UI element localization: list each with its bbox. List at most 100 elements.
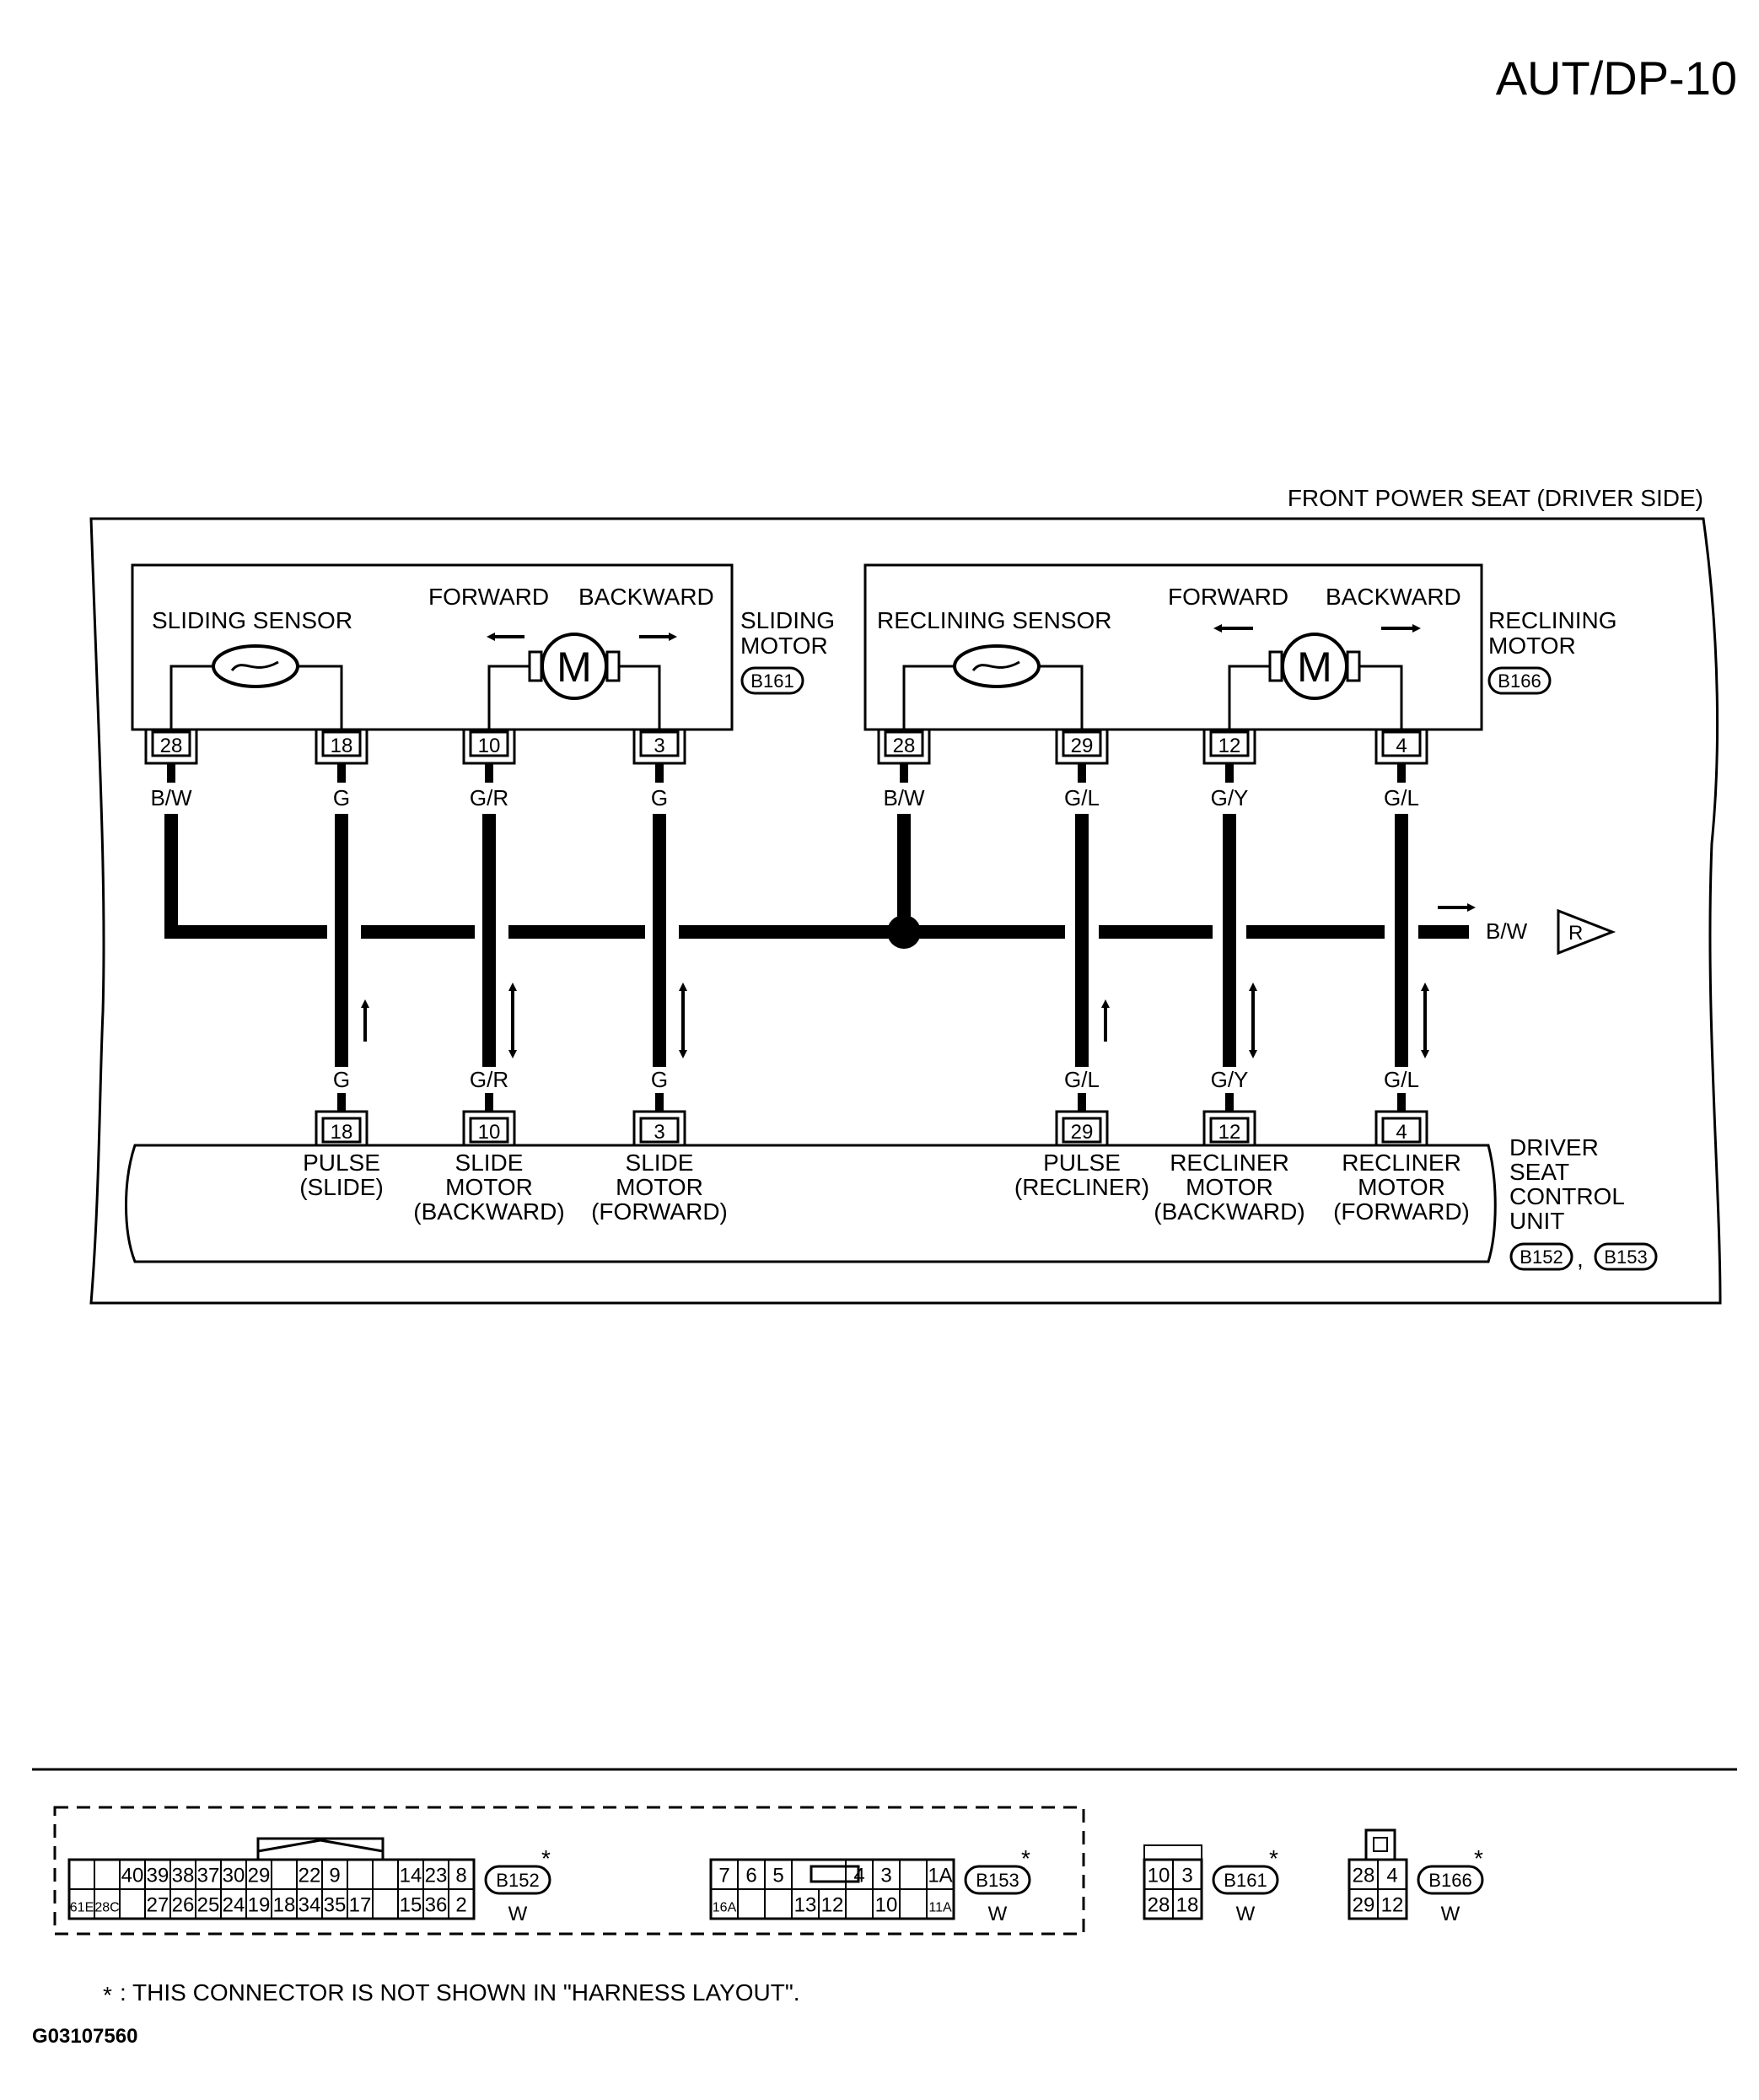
terminal-label: SLIDE (626, 1150, 694, 1176)
motor-pin-8: 4G/L (1374, 730, 1428, 810)
cavity-number: 3 (1181, 1864, 1192, 1887)
cavity-number: 29 (1353, 1893, 1375, 1916)
terminal-label: PULSE (1043, 1150, 1121, 1176)
connector-separator: , (1577, 1246, 1584, 1272)
pin-number: 4 (1396, 1121, 1407, 1144)
control-unit-name-3: CONTROL (1509, 1183, 1625, 1209)
pin-number: 29 (1071, 1121, 1094, 1144)
motor-pin-7: 12G/Y (1202, 730, 1256, 810)
connector-badge (1487, 666, 1552, 695)
pin-number: 28 (893, 735, 916, 757)
pin-number: 18 (331, 735, 353, 757)
cavity-number: 36 (425, 1893, 448, 1916)
connector-group-frame (53, 1806, 1085, 1936)
wire-color: B/W (883, 785, 925, 810)
footnote-text: : THIS CONNECTOR IS NOT SHOWN IN "HARNES… (120, 1979, 800, 2006)
cavity-number: 23 (425, 1864, 448, 1887)
not-shown-mark: * (1021, 1845, 1030, 1871)
cavity-number: 26 (172, 1893, 195, 1916)
lock-tab-icon (810, 1865, 860, 1883)
motor-icon (541, 633, 608, 700)
motor-pin-3: 10G/R (462, 730, 516, 810)
terminal-label: (BACKWARD) (1154, 1198, 1304, 1225)
cavity-number: 29 (248, 1864, 271, 1887)
cavity-number: 18 (273, 1893, 296, 1916)
terminal-label: MOTOR (1186, 1174, 1273, 1200)
cavity-number: 13 (794, 1893, 817, 1916)
control-unit-name-4: UNIT (1509, 1208, 1564, 1234)
pin-number: 10 (478, 1121, 501, 1144)
control-unit-name-2: SEAT (1509, 1159, 1569, 1185)
connector-color: W (1441, 1903, 1460, 1925)
sliding-motor-unit: SLIDING SENSOR FORWARD BACKWARD M SLIDIN… (131, 563, 835, 731)
connector-id: B152 (496, 1870, 539, 1891)
terminal-label: MOTOR (616, 1174, 703, 1200)
terminal-label: (FORWARD) (591, 1198, 728, 1225)
motor-pin-1: 28B/W (144, 730, 198, 810)
seat-harness-border (89, 517, 1722, 1305)
connector-id: B153 (976, 1870, 1019, 1891)
figure-code: G03107560 (32, 2025, 137, 2048)
terminal-label: (BACKWARD) (413, 1198, 564, 1225)
motor-icon (1281, 633, 1348, 700)
connector-badge (1594, 1242, 1658, 1271)
control-pin-3: G3 (632, 1067, 686, 1144)
cavity-number: 28 (1148, 1893, 1170, 1916)
motor-pin-5: 28B/W (877, 730, 931, 810)
reclining-motor-name-2: MOTOR (1488, 633, 1576, 659)
cavity-number: 4 (1386, 1864, 1397, 1887)
control-unit-connector-2: B153 (1604, 1247, 1647, 1268)
motor-symbol: M (557, 643, 592, 691)
sliding-motor-name-2: MOTOR (740, 633, 828, 659)
connector-id: B161 (1224, 1870, 1267, 1891)
motor-pin-2: 18G (315, 730, 368, 810)
wire-color: G (333, 1067, 350, 1092)
reclining-motor-unit: RECLINING SENSOR FORWARD BACKWARD M RECL… (863, 563, 1616, 731)
pin-number: 4 (1396, 735, 1407, 757)
connector-badge (484, 1865, 551, 1895)
cavity-number: 37 (197, 1864, 220, 1887)
cavity-number: 10 (1148, 1864, 1170, 1887)
pin-number: 3 (654, 735, 664, 757)
not-shown-mark: * (1269, 1845, 1278, 1871)
cavity-number: 15 (400, 1893, 422, 1916)
pin-number: 12 (1218, 735, 1241, 757)
terminal-label: RECLINER (1170, 1150, 1289, 1176)
cavity-number: 39 (147, 1864, 169, 1887)
wire-color: G/L (1384, 1067, 1419, 1092)
wire-color: G (651, 1067, 668, 1092)
cavity-number: 12 (1381, 1893, 1404, 1916)
reclining-motor-name-1: RECLINING (1488, 607, 1616, 633)
sliding-backward-label: BACKWARD (578, 584, 714, 610)
motor-pin-6: 29G/L (1055, 730, 1109, 810)
control-pin-1: G18 (315, 1067, 368, 1144)
terminal-label: MOTOR (445, 1174, 533, 1200)
connector-badge (1212, 1865, 1279, 1895)
section-title: FRONT POWER SEAT (DRIVER SIDE) (1288, 485, 1703, 511)
cavity-number: 3 (880, 1864, 891, 1887)
terminal-label: MOTOR (1358, 1174, 1445, 1200)
not-shown-mark: * (1474, 1845, 1483, 1871)
pin-number: 10 (478, 735, 501, 757)
control-pin-2: G/R10 (462, 1067, 516, 1144)
connector-badge (1417, 1865, 1484, 1895)
cavity-number: 38 (172, 1864, 195, 1887)
control-unit-name-1: DRIVER (1509, 1134, 1599, 1160)
cavity-number: 19 (248, 1893, 271, 1916)
cavity-number: 27 (147, 1893, 169, 1916)
reclining-sensor-label: RECLINING SENSOR (877, 607, 1112, 633)
sliding-sensor-label: SLIDING SENSOR (152, 607, 352, 633)
motor-symbol: M (1297, 643, 1332, 691)
ground-wire-color: B/W (1486, 918, 1528, 944)
cavity-number: 1A (928, 1864, 952, 1887)
wire-color: G/L (1384, 785, 1419, 810)
cavity-number: 34 (299, 1893, 321, 1916)
motor-pin-4: 3G (632, 730, 686, 810)
cavity-number: 40 (121, 1864, 144, 1887)
